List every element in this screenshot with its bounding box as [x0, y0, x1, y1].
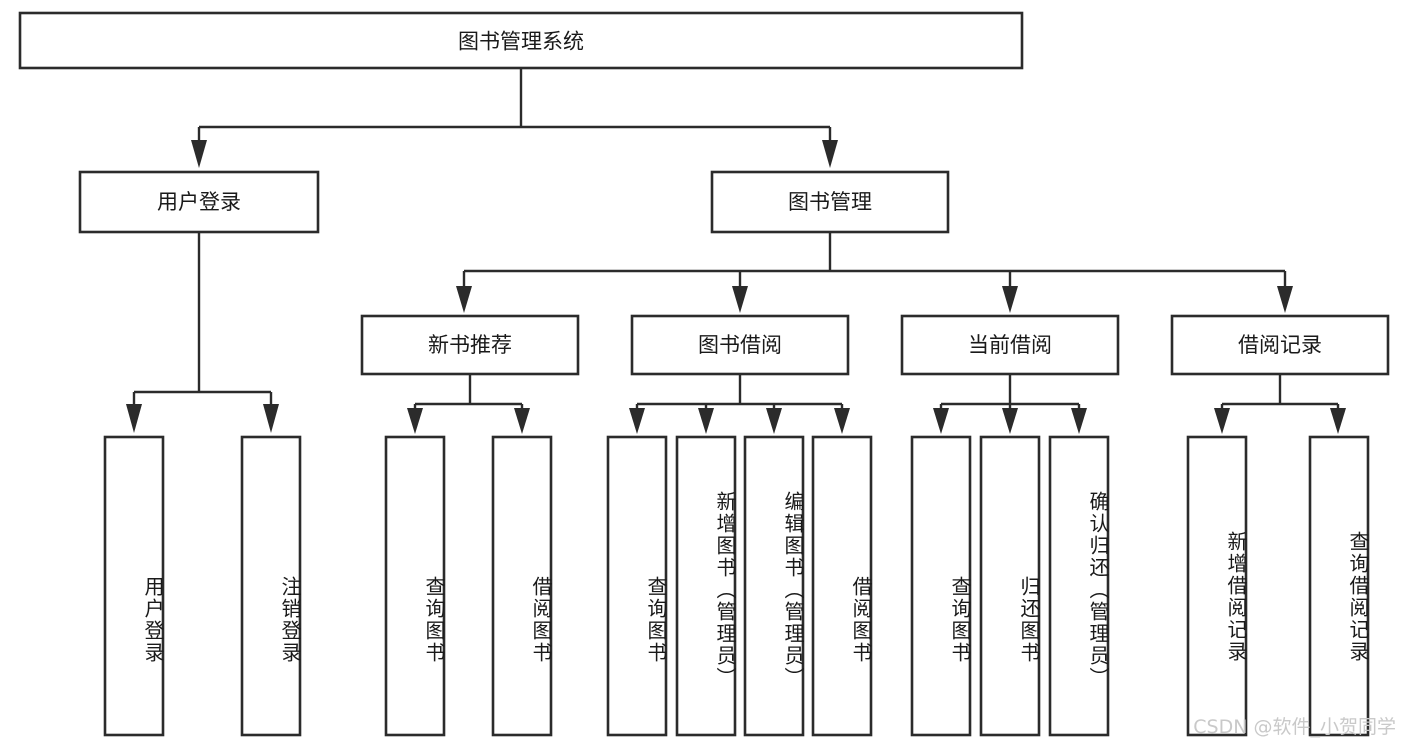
node-borrow-records[interactable]: 借阅记录	[1170, 314, 1390, 376]
leaf-box-records-query-record[interactable]	[1308, 435, 1370, 737]
node-new-book-recommend-box[interactable]	[360, 314, 580, 376]
arrowhead-borrow-leaf2	[698, 408, 714, 434]
arrowhead-current-borrow	[1002, 286, 1018, 313]
node-user-login-label: 用户登录	[157, 190, 241, 214]
arrowhead-book-borrow	[732, 286, 748, 313]
leaf-box-newbook-query-book[interactable]	[384, 435, 446, 737]
node-new-book-recommend-label: 新书推荐	[428, 333, 512, 357]
arrowhead-records-leaf1	[1214, 408, 1230, 434]
leaf-box-user-login[interactable]	[103, 435, 165, 737]
arrowhead-newbook-leaf1	[407, 408, 423, 434]
arrowhead-borrow-records	[1277, 286, 1293, 313]
connector-layer	[126, 68, 1346, 434]
node-current-borrow-label: 当前借阅	[968, 333, 1052, 357]
leaf-box-current-query-book[interactable]	[910, 435, 972, 737]
leaf-box-records-add-record[interactable]	[1186, 435, 1248, 737]
arrowhead-current-leaf1	[933, 408, 949, 434]
leaf-box-borrow-query-book[interactable]	[606, 435, 668, 737]
node-book-borrow-label: 图书借阅	[698, 333, 782, 357]
arrowhead-leaf-logout	[263, 404, 279, 433]
leaf-box-borrow-edit-book-admin[interactable]	[743, 435, 805, 737]
arrowhead-current-leaf2	[1002, 408, 1018, 434]
node-current-borrow[interactable]: 当前借阅	[900, 314, 1120, 376]
node-borrow-records-label: 借阅记录	[1238, 333, 1322, 357]
node-root-label: 图书管理系统	[458, 30, 584, 54]
node-root-system[interactable]: 图书管理系统	[18, 11, 1024, 70]
node-current-borrow-box[interactable]	[900, 314, 1120, 376]
leaf-box-newbook-borrow-book[interactable]	[491, 435, 553, 737]
arrowhead-borrow-leaf3	[766, 408, 782, 434]
arrowhead-new-book	[456, 286, 472, 313]
arrowhead-records-leaf2	[1330, 408, 1346, 434]
node-user-login-box[interactable]	[78, 170, 320, 234]
node-root-box[interactable]	[18, 11, 1024, 70]
leaf-box-borrow-borrow-book[interactable]	[811, 435, 873, 737]
leaf-box-current-confirm-return-admin[interactable]	[1048, 435, 1110, 737]
node-borrow-records-box[interactable]	[1170, 314, 1390, 376]
node-book-management-label: 图书管理	[788, 190, 872, 214]
node-book-management[interactable]: 图书管理	[710, 170, 950, 234]
node-user-login[interactable]: 用户登录	[78, 170, 320, 234]
leaf-box-borrow-add-book-admin[interactable]	[675, 435, 737, 737]
node-book-borrow[interactable]: 图书借阅	[630, 314, 850, 376]
leaf-box-current-return-book[interactable]	[979, 435, 1041, 737]
csdn-watermark: CSDN @软件_小贺同学	[1193, 716, 1396, 738]
arrowhead-book-mgmt	[822, 140, 838, 168]
leaf-box-logout[interactable]	[240, 435, 302, 737]
arrowhead-current-leaf3	[1071, 408, 1087, 434]
node-book-borrow-box[interactable]	[630, 314, 850, 376]
arrowhead-user-login	[191, 140, 207, 168]
node-new-book-recommend[interactable]: 新书推荐	[360, 314, 580, 376]
arrowhead-borrow-leaf1	[629, 408, 645, 434]
arrowhead-borrow-leaf4	[834, 408, 850, 434]
arrowhead-newbook-leaf2	[514, 408, 530, 434]
node-book-management-box[interactable]	[710, 170, 950, 234]
leaf-box-layer	[103, 435, 1370, 737]
arrowhead-leaf-user-login	[126, 404, 142, 433]
